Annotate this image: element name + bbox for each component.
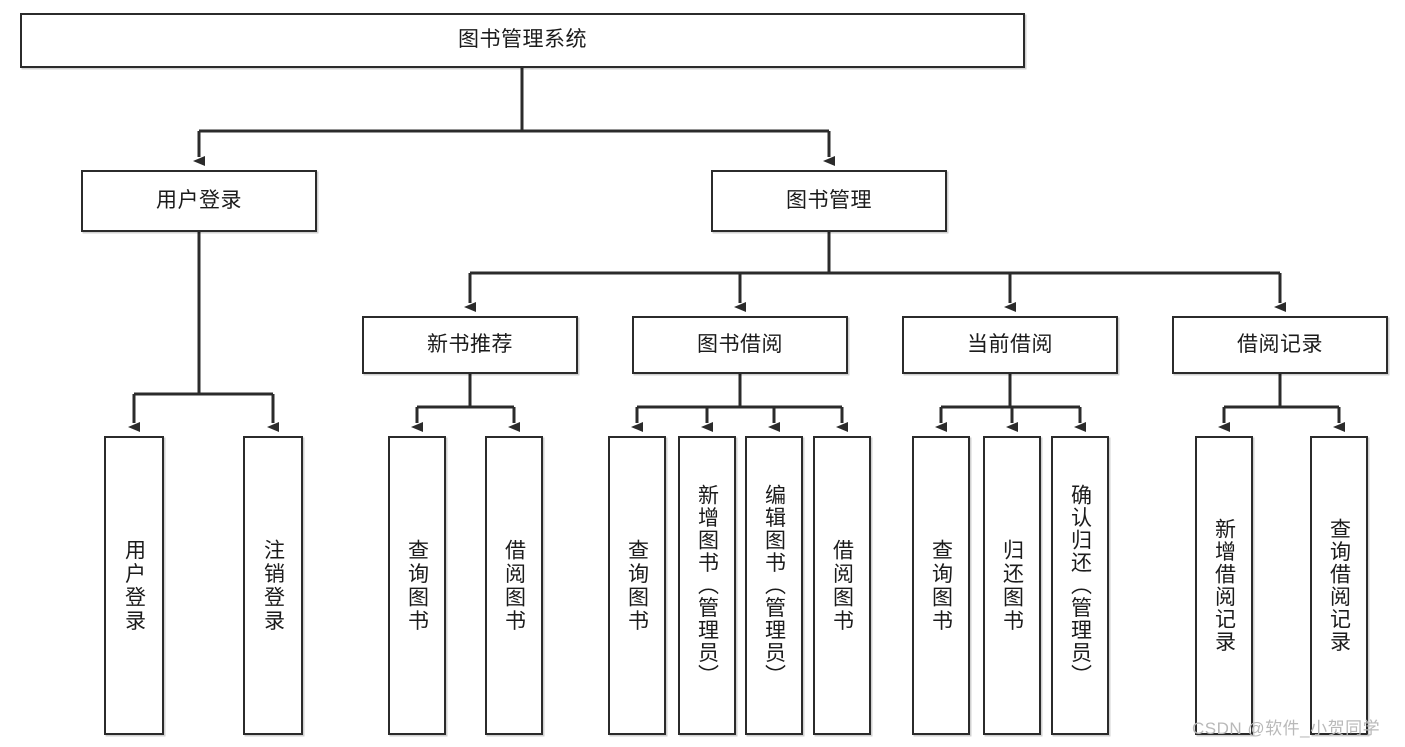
node-label: 新书推荐 xyxy=(427,332,513,356)
node-root-system[interactable]: 图书管理系统 xyxy=(20,13,1025,68)
node-label: 图书管理 xyxy=(786,188,872,212)
node-borrow-record[interactable]: 借阅记录 xyxy=(1172,316,1388,374)
leaf-return-book[interactable]: 归还图书 xyxy=(983,436,1041,735)
leaf-query-book-1[interactable]: 查询图书 xyxy=(388,436,446,735)
leaf-query-borrow-record[interactable]: 查询借阅记录 xyxy=(1310,436,1368,735)
node-label: 新增借阅记录 xyxy=(1212,518,1236,653)
node-label: 用户登录 xyxy=(122,538,146,633)
leaf-edit-book-admin[interactable]: 编辑图书（管理员） xyxy=(745,436,803,735)
leaf-confirm-return-admin[interactable]: 确认归还（管理员） xyxy=(1051,436,1109,735)
node-label: 查询图书 xyxy=(625,538,649,633)
leaf-borrow-book-2[interactable]: 借阅图书 xyxy=(813,436,871,735)
node-label: 新增图书（管理员） xyxy=(695,484,719,687)
node-label: 编辑图书（管理员） xyxy=(762,484,786,687)
node-label: 借阅图书 xyxy=(830,538,854,633)
csdn-watermark: CSDN @软件_小贺同学 xyxy=(1192,719,1381,738)
node-current-borrow[interactable]: 当前借阅 xyxy=(902,316,1118,374)
node-label: 注销登录 xyxy=(261,538,285,633)
node-label: 查询图书 xyxy=(405,538,429,633)
node-label: 用户登录 xyxy=(156,188,242,212)
node-label: 图书借阅 xyxy=(697,332,783,356)
leaf-query-book-3[interactable]: 查询图书 xyxy=(912,436,970,735)
node-user-login[interactable]: 用户登录 xyxy=(81,170,317,232)
node-new-book-recommend[interactable]: 新书推荐 xyxy=(362,316,578,374)
node-label: 借阅图书 xyxy=(502,538,526,633)
node-label: 确认归还（管理员） xyxy=(1068,484,1092,687)
node-label: 归还图书 xyxy=(1000,538,1024,633)
leaf-borrow-book-1[interactable]: 借阅图书 xyxy=(485,436,543,735)
node-label: 借阅记录 xyxy=(1237,332,1323,356)
node-label: 图书管理系统 xyxy=(458,28,587,52)
node-label: 查询借阅记录 xyxy=(1327,518,1351,653)
leaf-user-logout[interactable]: 注销登录 xyxy=(243,436,303,735)
node-book-management[interactable]: 图书管理 xyxy=(711,170,947,232)
leaf-add-borrow-record[interactable]: 新增借阅记录 xyxy=(1195,436,1253,735)
node-book-borrow[interactable]: 图书借阅 xyxy=(632,316,848,374)
node-label: 查询图书 xyxy=(929,538,953,633)
leaf-user-login[interactable]: 用户登录 xyxy=(104,436,164,735)
leaf-query-book-2[interactable]: 查询图书 xyxy=(608,436,666,735)
node-label: 当前借阅 xyxy=(967,332,1053,356)
leaf-add-book-admin[interactable]: 新增图书（管理员） xyxy=(678,436,736,735)
